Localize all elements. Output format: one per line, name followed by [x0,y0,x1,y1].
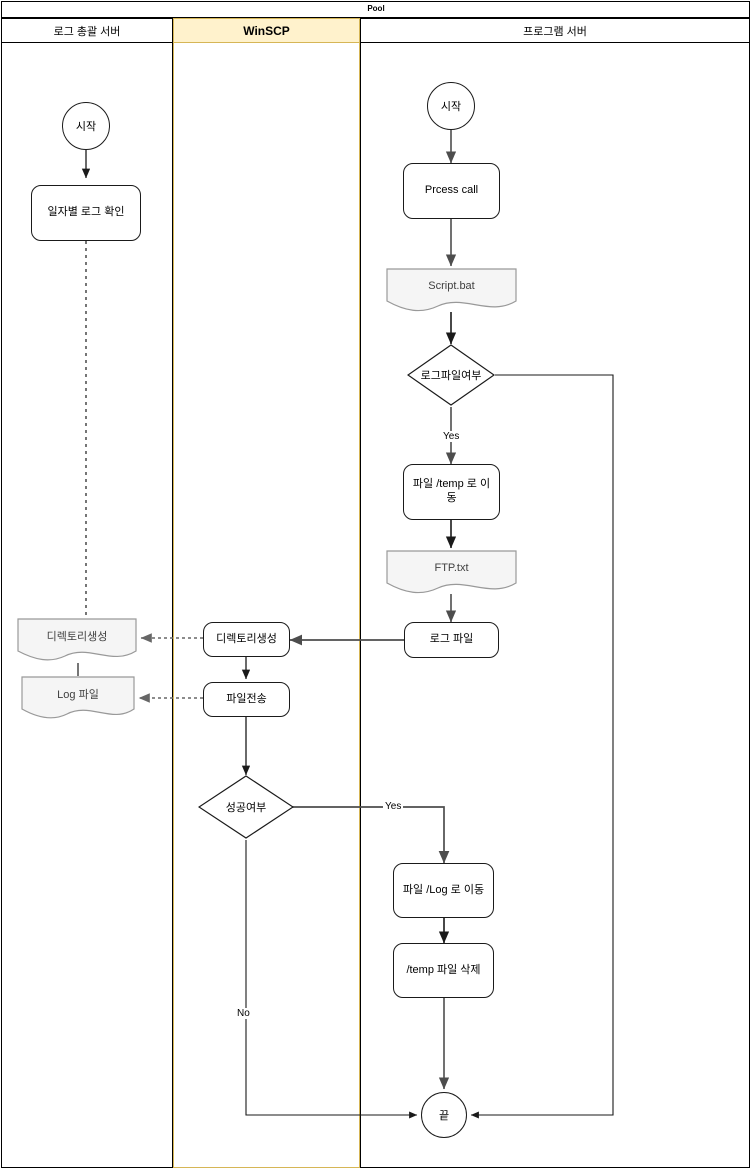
lane-header-label: WinSCP [243,23,290,38]
edge-label-success-no: No [235,1008,252,1019]
node-left-doc-log-file[interactable]: Log 파일 [21,676,135,722]
node-label: 성공여부 [225,802,267,814]
node-label: 로그파일여부 [420,370,482,382]
node-left-start[interactable]: 시작 [62,102,110,150]
node-label: Prcess call [424,184,479,197]
node-label: 디렉토리생성 [46,631,108,643]
lane-header-winscp: WinSCP [173,18,360,43]
node-right-delete-temp[interactable]: /temp 파일 삭제 [393,943,494,998]
node-right-move-to-log[interactable]: 파일 /Log 로 이동 [393,863,494,918]
lane-header-log-server: 로그 총괄 서버 [1,18,173,43]
node-mid-success-decision[interactable]: 성공여부 [198,775,294,839]
pool-title: Pool [367,4,385,13]
node-label: /temp 파일 삭제 [406,963,481,976]
node-label: 파일 /Log 로 이동 [402,883,485,896]
node-label: 일자별 로그 확인 [47,206,125,219]
node-left-doc-directory-create[interactable]: 디렉토리생성 [17,618,137,664]
lane-header-program-server: 프로그램 서버 [360,18,750,43]
edge-label-success-yes: Yes [383,801,404,812]
node-right-end[interactable]: 끝 [421,1092,467,1138]
node-label: 시작 [440,101,462,113]
node-label: 로그 파일 [429,633,474,646]
edge-label-has-log-yes: Yes [441,431,462,442]
node-right-process-call[interactable]: Prcess call [403,163,500,219]
node-label: Log 파일 [57,689,99,701]
node-label: 파일 /temp 로 이동 [412,478,491,504]
lane-header-label: 로그 총괄 서버 [53,25,121,38]
node-label: 디렉토리생성 [216,632,277,645]
node-label: FTP.txt [434,562,469,574]
node-right-log-file[interactable]: 로그 파일 [404,622,499,658]
node-right-has-log-decision[interactable]: 로그파일여부 [407,344,495,406]
node-right-doc-ftp-txt[interactable]: FTP.txt [386,550,517,596]
node-left-check-daily-log[interactable]: 일자별 로그 확인 [31,185,141,241]
node-mid-directory-create[interactable]: 디렉토리생성 [203,622,290,657]
node-label: 시작 [75,121,97,133]
lane-body-log-server [1,43,173,1168]
lane-body-program-server [360,43,750,1168]
node-label: 끝 [438,1110,450,1122]
node-label: 파일전송 [226,692,267,705]
node-label: Script.bat [428,280,475,292]
pool-header-band [1,1,750,18]
node-right-start[interactable]: 시작 [427,82,475,130]
node-mid-file-transfer[interactable]: 파일전송 [203,682,290,717]
lane-body-winscp [173,43,360,1168]
node-right-doc-script-bat[interactable]: Script.bat [386,268,517,314]
node-right-move-to-temp[interactable]: 파일 /temp 로 이동 [403,464,500,520]
lane-header-label: 프로그램 서버 [523,25,587,38]
